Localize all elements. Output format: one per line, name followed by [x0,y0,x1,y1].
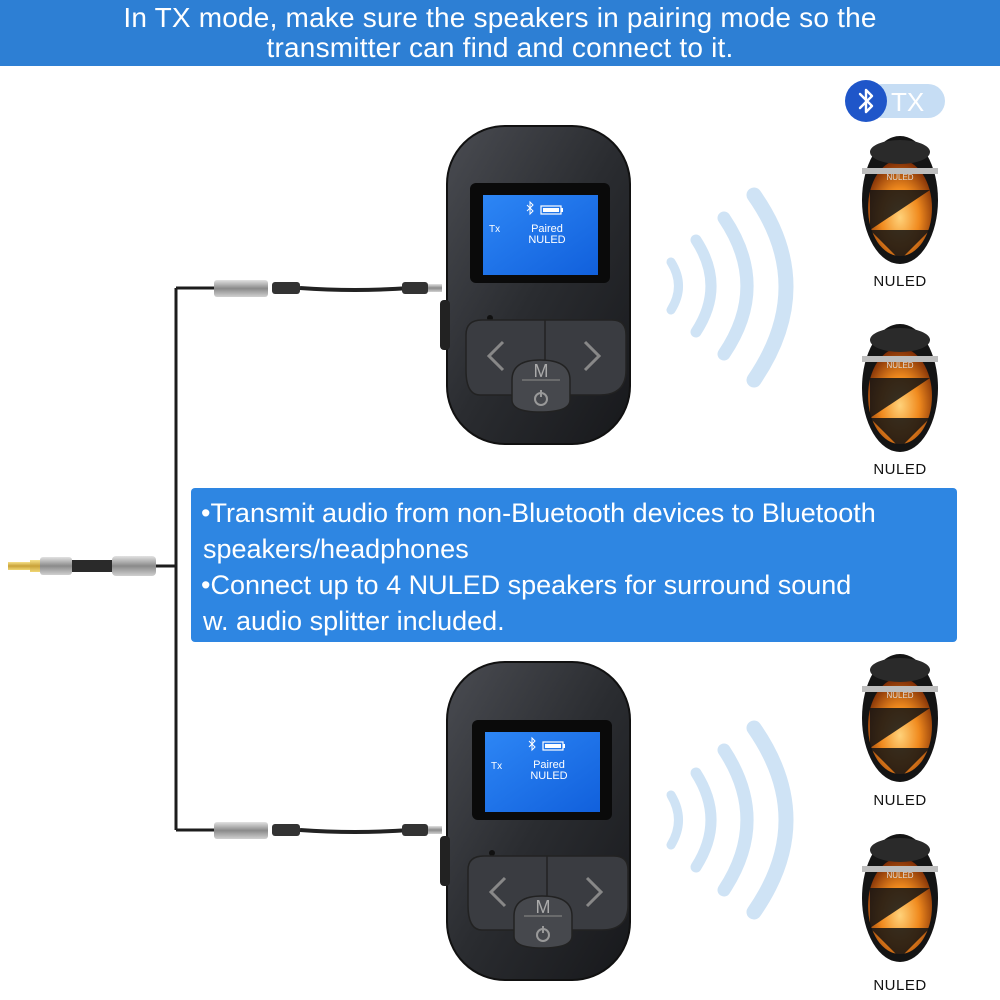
transmitter-device-bottom [440,661,631,981]
transmitter-device-top [440,125,631,445]
device-status-text: Paired [533,759,565,771]
device-mode-text: Tx [489,224,500,235]
screen-bluetooth-icon [528,736,536,752]
speaker-brand: NULED [886,173,913,182]
flame-speaker-1 [862,136,938,264]
feature-2-line-2: w. audio splitter included. [203,606,505,636]
screen-bluetooth-icon [526,200,534,216]
features-callout: •Transmit audio from non-Bluetooth devic… [191,488,957,642]
signal-waves-bottom [666,720,794,920]
signal-waves-top [666,187,794,388]
flame-speaker-4 [862,834,938,962]
device-paired-name: NULED [530,770,567,782]
tx-label: TX [891,87,925,117]
speaker-label-4: NULED [873,977,927,994]
flame-speaker-2 [862,324,938,452]
speaker-label-2: NULED [873,461,927,478]
mode-button-label: M [536,897,551,917]
header-banner: In TX mode, make sure the speakers in pa… [0,0,1000,66]
banner-line-2: transmitter can find and connect to it. [266,32,734,63]
device-mode-text: Tx [491,761,502,772]
mode-button-label: M [534,361,549,381]
battery-icon [542,741,565,751]
aux-plug-icon [8,556,156,576]
bluetooth-icon [845,80,887,122]
speaker-brand: NULED [886,691,913,700]
speaker-label-1: NULED [873,273,927,290]
feature-1-line-2: speakers/headphones [203,534,469,564]
flame-speaker-3 [862,654,938,782]
battery-icon [540,205,563,215]
speaker-brand: NULED [886,871,913,880]
tx-mode-badge: TX [845,80,945,122]
feature-2-line-1: •Connect up to 4 NULED speakers for surr… [201,570,852,600]
banner-line-1: In TX mode, make sure the speakers in pa… [123,2,877,33]
device-paired-name: NULED [528,234,565,246]
speaker-brand: NULED [886,361,913,370]
speaker-label-3: NULED [873,792,927,809]
audio-splitter-cable [8,280,442,839]
feature-1-line-1: •Transmit audio from non-Bluetooth devic… [201,498,876,528]
device-status-text: Paired [531,223,563,235]
